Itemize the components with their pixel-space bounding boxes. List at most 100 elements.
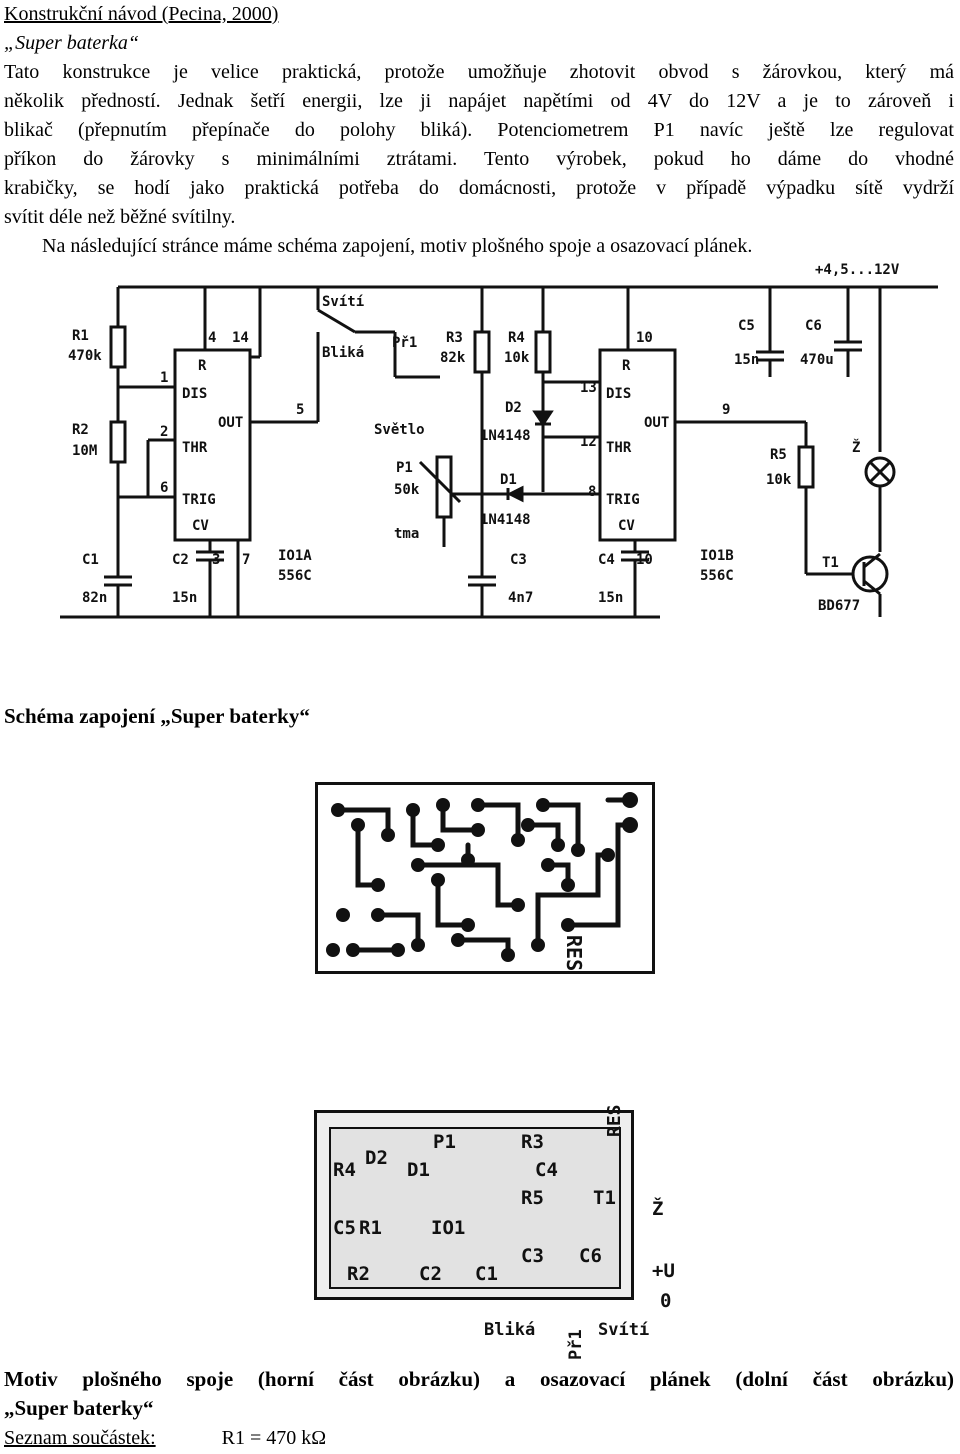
pin-thr-2: THR — [606, 440, 632, 456]
label-r4: R4 — [508, 330, 525, 346]
terminal-lamp: Ž — [652, 1198, 664, 1220]
intro-line: svítit déle než běžné svítilny. — [4, 206, 236, 228]
label-lamp: Ž — [852, 439, 860, 456]
parts-list-r1: R1 = 470 kΩ — [221, 1427, 327, 1449]
label-tma: tma — [394, 526, 419, 542]
next-page-note: Na následující stránce máme schéma zapoj… — [42, 235, 753, 257]
label-d1-value: 1N4148 — [480, 512, 531, 528]
part-t1: T1 — [593, 1187, 616, 1209]
part-c2: C2 — [419, 1263, 442, 1285]
part-p1: P1 — [433, 1131, 456, 1153]
pin-cv-1: CV — [192, 518, 209, 534]
pcb-traces — [326, 792, 638, 962]
label-supply: +4,5...12V — [815, 262, 900, 278]
pin-dis-2: DIS — [606, 386, 631, 402]
placement-plan: P1 R3 R4 D2 D1 C4 R5 T1 C5 R1 IO1 C3 C6 … — [314, 1104, 634, 1300]
label-d2: D2 — [505, 400, 522, 416]
pin-number: 10 — [636, 552, 653, 568]
label-p1: P1 — [396, 460, 413, 476]
label-c6: C6 — [805, 318, 822, 334]
part-d2: D2 — [365, 1147, 388, 1169]
label-c1-value: 82n — [82, 590, 107, 606]
pin-out-1: OUT — [218, 415, 243, 431]
label-c4-value: 15n — [598, 590, 623, 606]
intro-line: příkon do žárovky s minimálními ztrátami… — [4, 148, 954, 170]
label-ic1-value: 556C — [278, 568, 312, 584]
label-r4-value: 10k — [504, 350, 530, 366]
label-c2-value: 15n — [172, 590, 197, 606]
part-c1: C1 — [475, 1263, 498, 1285]
part-c3: C3 — [521, 1245, 544, 1267]
label-c3: C3 — [510, 552, 527, 568]
label-ic2: IO1B — [700, 548, 734, 564]
board-outline — [329, 1127, 621, 1289]
label-d2-value: 1N4148 — [480, 428, 531, 444]
label-pr1: Př1 — [392, 335, 417, 351]
pin-cv-2: CV — [618, 518, 635, 534]
pin-number: 2 — [160, 424, 168, 440]
pin-trig-2: TRIG — [606, 492, 640, 508]
label-r2: R2 — [72, 422, 89, 438]
intro-line: blikač (přepnutím přepínače do polohy bl… — [4, 119, 954, 141]
label-ic1: IO1A — [278, 548, 312, 564]
pin-number: 10 — [636, 330, 653, 346]
pin-number: 5 — [296, 402, 304, 418]
part-c6: C6 — [579, 1245, 602, 1267]
label-c4: C4 — [598, 552, 615, 568]
switch-blika: Bliká — [484, 1320, 536, 1340]
pin-number: 1 — [160, 370, 168, 386]
document-title: Konstrukční návod (Pecina, 2000) — [4, 3, 279, 25]
pcb-res-label: RES — [562, 935, 586, 972]
part-c4: C4 — [535, 1159, 558, 1181]
switch-sviti: Svítí — [598, 1320, 650, 1340]
label-r5: R5 — [770, 447, 787, 463]
label-c3-value: 4n7 — [508, 590, 533, 606]
pin-number: 6 — [160, 480, 168, 496]
label-c2: C2 — [172, 552, 189, 568]
document-subtitle: „Super baterka“ — [4, 32, 139, 54]
label-r1-value: 470k — [68, 348, 102, 364]
pin-rbar-2: R — [622, 358, 631, 374]
part-r5: R5 — [521, 1187, 544, 1209]
label-sviti: Svítí — [322, 294, 364, 310]
pin-number: 7 — [242, 552, 250, 568]
label-r3: R3 — [446, 330, 463, 346]
pin-dis-1: DIS — [182, 386, 207, 402]
caption-schema: Schéma zapojení „Super baterky“ — [4, 704, 310, 728]
part-d1: D1 — [407, 1159, 430, 1181]
intro-line: krabičky, se hodí jako praktická potřeba… — [4, 177, 954, 199]
label-r3-value: 82k — [440, 350, 466, 366]
part-r3: R3 — [521, 1131, 544, 1153]
label-r2-value: 10M — [72, 443, 97, 459]
label-c5: C5 — [738, 318, 755, 334]
pin-number: 8 — [588, 484, 596, 500]
part-r4: R4 — [333, 1159, 356, 1181]
label-d1: D1 — [500, 472, 517, 488]
label-svetlo: Světlo — [374, 422, 425, 438]
part-res: RES — [604, 1104, 625, 1137]
pin-number: 3 — [212, 552, 220, 568]
terminal-zero: 0 — [660, 1290, 672, 1312]
caption-motiv-line2: „Super baterky“ — [4, 1396, 154, 1420]
label-c6-value: 470u — [800, 352, 834, 368]
pin-thr-1: THR — [182, 440, 208, 456]
pin-number: 9 — [722, 402, 730, 418]
label-c5-value: 15n — [734, 352, 759, 368]
label-p1-value: 50k — [394, 482, 420, 498]
pin-trig-1: TRIG — [182, 492, 216, 508]
switch-pr1: Př1 — [566, 1329, 586, 1360]
intro-line: několik předností. Jednak šetří energii,… — [4, 90, 954, 112]
circuit-schematic: +4,5...12V R1 470k R2 10M C1 82n C2 15n … — [60, 262, 938, 619]
label-r5-value: 10k — [766, 472, 792, 488]
part-r2: R2 — [347, 1263, 370, 1285]
pin-number: 13 — [580, 380, 597, 396]
label-t1: T1 — [822, 555, 839, 571]
label-t1-value: BD677 — [818, 598, 860, 614]
part-c5: C5 — [333, 1217, 356, 1239]
label-blika: Bliká — [322, 345, 364, 361]
parts-list: Seznam součástek: R1 = 470 kΩ — [4, 1424, 954, 1453]
pin-number: 14 — [232, 330, 249, 346]
label-ic2-value: 556C — [700, 568, 734, 584]
caption-motiv-line1: Motiv plošného spoje (horní část obrázku… — [4, 1367, 954, 1391]
label-r1: R1 — [72, 328, 89, 344]
